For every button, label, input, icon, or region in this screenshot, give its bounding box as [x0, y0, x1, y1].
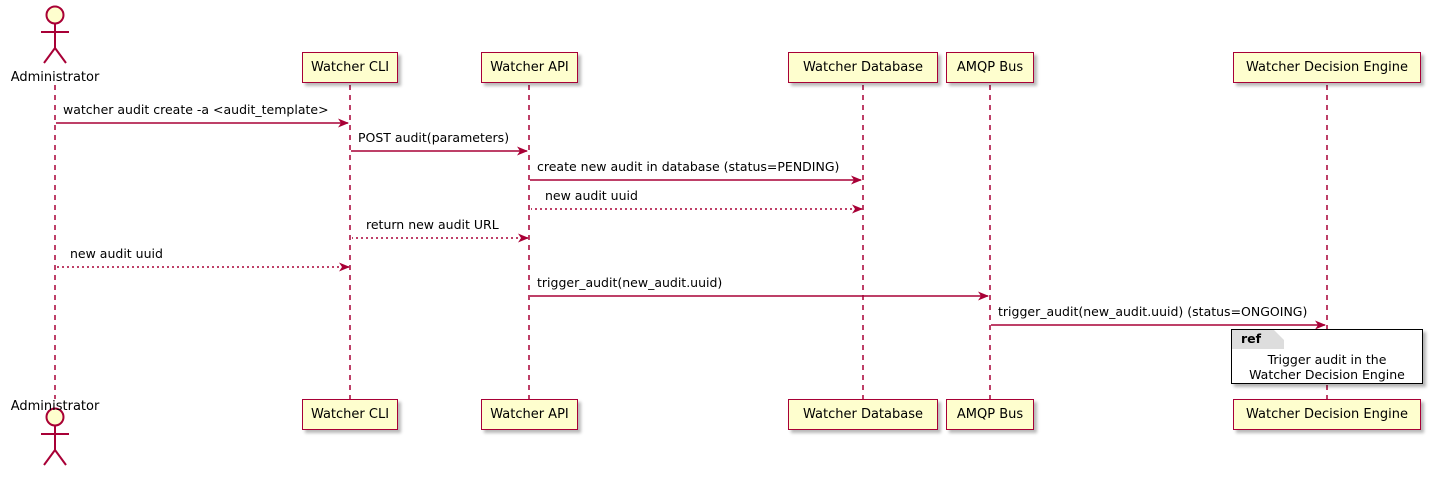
actor-label-administrator-top: Administrator	[10, 70, 100, 85]
actor-leg-left	[43, 449, 56, 466]
message-label-msg-1: watcher audit create -a <audit_template>	[63, 102, 329, 117]
participant-watcher-database-bottom[interactable]: Watcher Database	[788, 399, 938, 430]
message-label-msg-2: POST audit(parameters)	[358, 130, 510, 145]
actor-figure-administrator-bottom	[41, 407, 69, 466]
actor-leg-right	[54, 449, 67, 466]
participant-watcher-decision-engine-top[interactable]: Watcher Decision Engine	[1233, 52, 1421, 83]
lifelines-group	[54, 85, 1328, 399]
actors-group	[41, 5, 69, 466]
message-label-msg-5: return new audit URL	[366, 217, 499, 232]
actor-head	[45, 407, 65, 427]
actor-figure-administrator-top	[41, 5, 69, 64]
participant-amqp-bus-bottom[interactable]: AMQP Bus	[946, 399, 1034, 430]
message-label-msg-4: new audit uuid	[545, 188, 638, 203]
participant-watcher-api-bottom[interactable]: Watcher API	[481, 399, 578, 430]
participant-watcher-api-top[interactable]: Watcher API	[481, 52, 578, 83]
participant-watcher-cli-bottom[interactable]: Watcher CLI	[302, 399, 398, 430]
message-label-msg-8: trigger_audit(new_audit.uuid) (status=ON…	[998, 304, 1308, 319]
message-label-msg-6: new audit uuid	[70, 246, 163, 261]
actor-head	[45, 5, 65, 25]
actor-label-administrator-bottom: Administrator	[10, 399, 100, 414]
participant-watcher-database-top[interactable]: Watcher Database	[788, 52, 938, 83]
participant-watcher-cli-top[interactable]: Watcher CLI	[302, 52, 398, 83]
participant-amqp-bus-top[interactable]: AMQP Bus	[946, 52, 1034, 83]
ref-frame-tab	[1232, 330, 1284, 349]
message-label-msg-3: create new audit in database (status=PEN…	[537, 159, 840, 174]
messages-group	[56, 118, 1326, 330]
actor-leg-right	[54, 47, 67, 64]
message-label-msg-7: trigger_audit(new_audit.uuid)	[537, 275, 723, 290]
participant-watcher-decision-engine-bottom[interactable]: Watcher Decision Engine	[1233, 399, 1421, 430]
ref-frame-tab-label: ref	[1241, 331, 1262, 346]
ref-frame-body-text: Trigger audit in the Watcher Decision En…	[1249, 352, 1405, 382]
actor-leg-left	[43, 47, 56, 64]
